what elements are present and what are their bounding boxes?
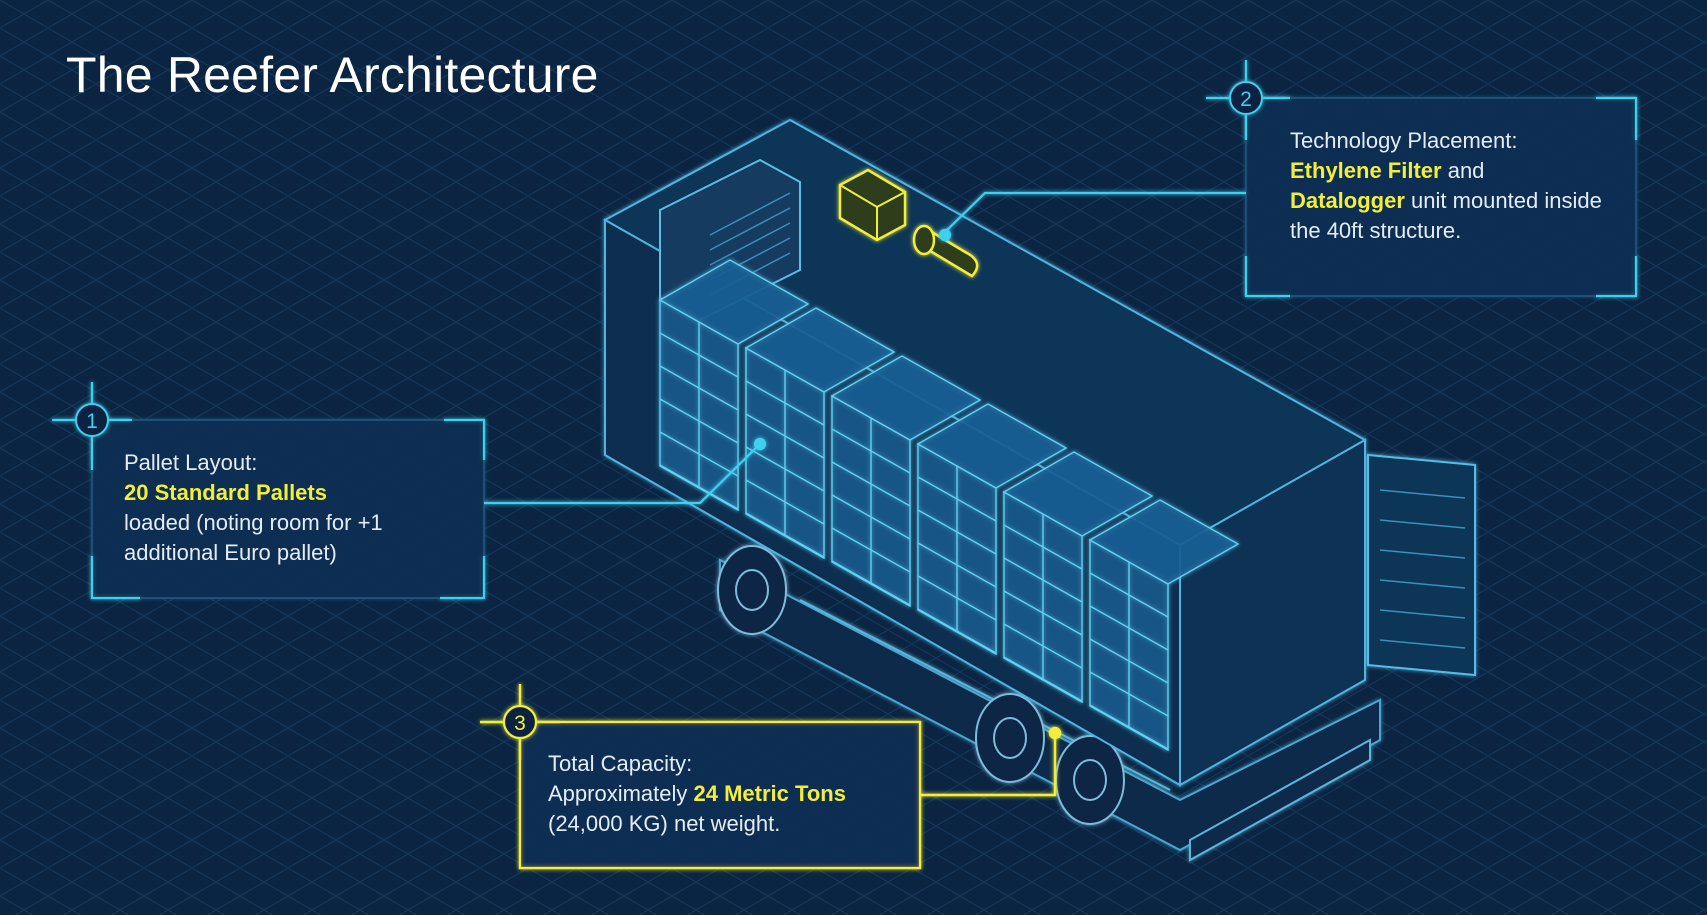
callout-1-text: Pallet Layout: 20 Standard Pallets loade…: [124, 448, 464, 568]
callout-3-body: (24,000 KG) net weight.: [548, 809, 928, 839]
callout-2-heading: Technology Placement:: [1290, 126, 1620, 156]
callout-3-text: Total Capacity: Approximately 24 Metric …: [548, 749, 928, 839]
page-title: The Reefer Architecture: [66, 46, 599, 104]
callout-2-joiner: and: [1442, 158, 1485, 183]
rear-door: [1368, 455, 1475, 675]
callout-3-prefix: Approximately: [548, 781, 694, 806]
callout-2-highlight-b: Datalogger: [1290, 188, 1405, 213]
callout-3-highlight: 24 Metric Tons: [694, 781, 846, 806]
callout-3-heading: Total Capacity:: [548, 749, 928, 779]
callout-2-highlight-a: Ethylene Filter: [1290, 158, 1442, 183]
callout-1-highlight: 20 Standard Pallets: [124, 478, 464, 508]
callout-2-text: Technology Placement: Ethylene Filter an…: [1290, 126, 1620, 246]
callout-1-body: loaded (noting room for +1 additional Eu…: [124, 508, 464, 568]
callout-2-number: 2: [1240, 88, 1252, 111]
callout-1-number: 1: [86, 410, 98, 433]
callout-3-line: Approximately 24 Metric Tons: [548, 779, 928, 809]
callout-3-number: 3: [514, 712, 526, 735]
callout-1-heading: Pallet Layout:: [124, 448, 464, 478]
